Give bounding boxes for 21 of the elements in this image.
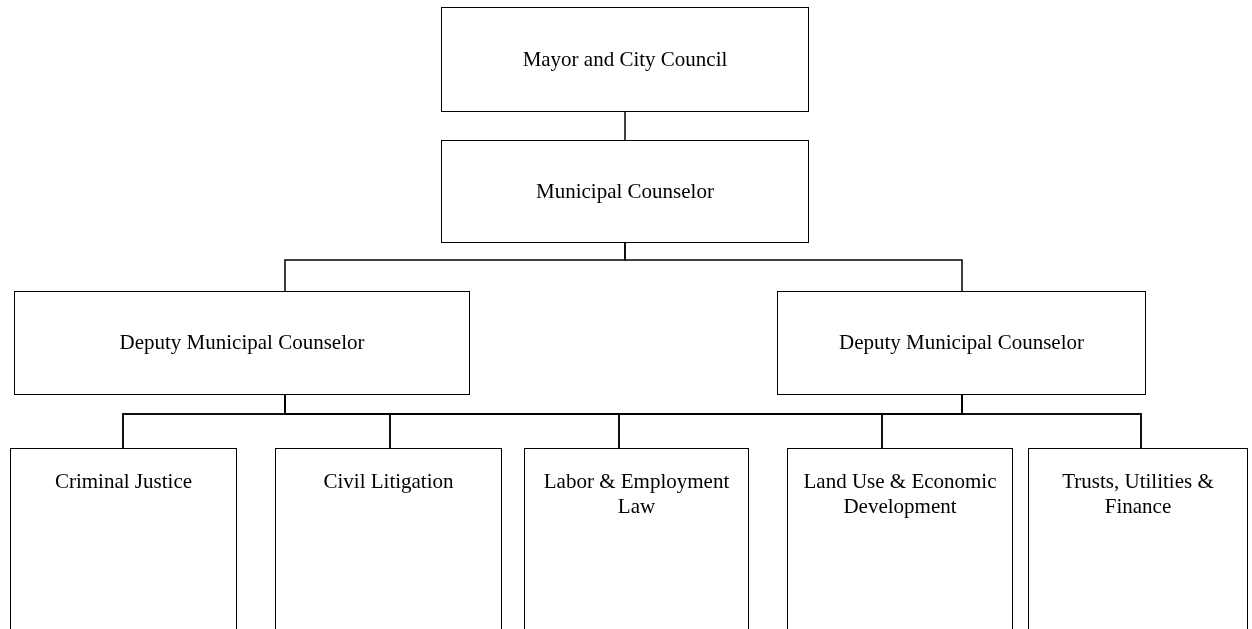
org-box	[441, 7, 809, 112]
box-label: Municipal Counselor	[536, 178, 714, 205]
org-box	[14, 291, 470, 395]
box-label: Deputy Municipal Counselor	[119, 330, 365, 356]
connector-line	[624, 111, 626, 141]
connector-line	[961, 394, 1142, 449]
org-box	[1028, 448, 1248, 629]
org-box	[275, 448, 502, 629]
org-box	[441, 140, 809, 243]
box-label: Labor & Employment Law	[542, 469, 731, 520]
box-label: Deputy Municipal Counselor	[839, 330, 1084, 356]
org-box	[787, 448, 1013, 629]
org-box	[777, 291, 1146, 395]
box-label: Trusts, Utilities & Finance	[1061, 469, 1215, 520]
box-label: Land Use & Economic Development	[802, 469, 998, 520]
connector-line	[624, 242, 963, 292]
box-label: Criminal Justice	[54, 469, 193, 495]
box-label: Mayor and City Council	[522, 46, 728, 73]
box-label: Civil Litigation	[323, 469, 454, 495]
org-box	[10, 448, 237, 629]
org-box	[524, 448, 749, 629]
